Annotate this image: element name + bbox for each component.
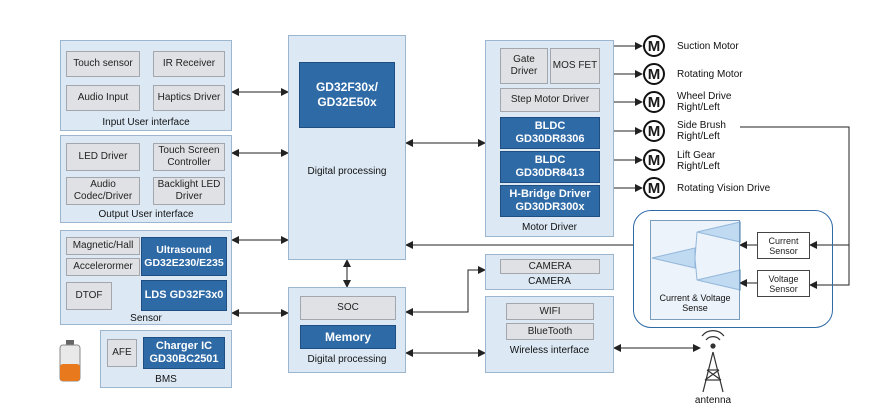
bms-panel: AFE Charger IC GD30BC2501 BMS [100, 330, 232, 388]
gate-driver-box: Gate Driver [500, 48, 548, 84]
led-driver-box: LED Driver [66, 143, 140, 171]
current-sensor-box: Current Sensor [757, 232, 810, 259]
sensor-caption: Sensor [130, 313, 162, 324]
side-brush-label: Side Brush Right/Left [677, 120, 726, 142]
rotating-motor-label: Rotating Motor [677, 69, 743, 80]
suction-motor-icon: M [643, 35, 665, 57]
dtof-box: DTOF [66, 282, 112, 310]
audio-input-box: Audio Input [66, 85, 140, 111]
sense-container [633, 210, 833, 328]
haptics-driver-box: Haptics Driver [153, 85, 225, 111]
side-brush-motor-icon: M [643, 120, 665, 142]
bluetooth-box: BlueTooth [506, 323, 594, 340]
input-ui-caption: Input User interface [102, 117, 190, 128]
ir-receiver-box: IR Receiver [153, 51, 225, 77]
motor-driver-caption: Motor Driver [521, 222, 577, 233]
antenna-label: antenna [694, 395, 732, 406]
charger-ic-box: Charger IC GD30BC2501 [143, 337, 225, 369]
motor-driver-panel: Gate Driver MOS FET Step Motor Driver BL… [485, 40, 614, 237]
camera-box: CAMERA [500, 259, 600, 274]
rotating-vision-motor-icon: M [643, 177, 665, 199]
audio-codec-box: Audio Codec/Driver [66, 177, 140, 205]
input-ui-panel: Touch sensor IR Receiver Audio Input Hap… [60, 40, 232, 131]
lift-gear-motor-icon: M [643, 149, 665, 171]
afe-box: AFE [107, 339, 137, 367]
battery-icon [59, 340, 81, 382]
mcu-panel: GD32F30x/ GD32E50x Digital processing [288, 35, 406, 260]
camera-panel: CAMERA CAMERA [485, 254, 614, 290]
sense-ic-box [650, 220, 740, 320]
step-motor-driver-box: Step Motor Driver [500, 88, 600, 112]
arrow-soc-camera [405, 266, 486, 316]
output-ui-caption: Output User interface [98, 209, 194, 220]
bms-caption: BMS [155, 374, 177, 385]
rotating-motor-icon: M [643, 63, 665, 85]
wheel-drive-motor-icon: M [643, 91, 665, 113]
wheel-drive-label: Wheel Drive Right/Left [677, 91, 732, 113]
wireless-panel: WIFI BlueTooth Wireless interface [485, 296, 614, 373]
lds-box: LDS GD32F3x0 [141, 280, 227, 311]
memory-box: Memory [300, 325, 396, 349]
soc-box: SOC [300, 296, 396, 320]
suction-motor-label: Suction Motor [677, 41, 739, 52]
mcu-chip-box: GD32F30x/ GD32E50x [299, 62, 395, 128]
sensor-panel: Magnetic/Hall Accelerormer Ultrasound GD… [60, 230, 232, 325]
backlight-driver-box: Backlight LED Driver [153, 177, 225, 205]
sense-caption: Current & Voltage Sense [659, 293, 731, 313]
hbridge-driver-box: H-Bridge Driver GD30DR300x [500, 185, 600, 217]
accelerometer-box: Accelerormer [66, 258, 140, 276]
bldc-8306-box: BLDC GD30DR8306 [500, 117, 600, 149]
soc-caption: Digital processing [307, 354, 387, 365]
magnetic-hall-box: Magnetic/Hall [66, 237, 140, 255]
bldc-8413-box: BLDC GD30DR8413 [500, 151, 600, 183]
rotating-vision-label: Rotating Vision Drive [677, 183, 771, 194]
touch-sensor-box: Touch sensor [66, 51, 140, 77]
soc-panel: SOC Memory Digital processing [288, 287, 406, 373]
mosfet-box: MOS FET [550, 48, 600, 84]
ultrasound-box: Ultrasound GD32E230/E235 [141, 237, 227, 276]
voltage-sensor-box: Voltage Sensor [757, 270, 810, 297]
output-ui-panel: LED Driver Touch Screen Controller Audio… [60, 135, 232, 223]
lift-gear-label: Lift Gear Right/Left [677, 150, 720, 172]
antenna-icon [701, 330, 725, 393]
touch-screen-controller-box: Touch Screen Controller [153, 143, 225, 171]
mcu-caption: Digital processing [307, 166, 387, 177]
wireless-caption: Wireless interface [509, 345, 590, 356]
wifi-box: WIFI [506, 303, 594, 320]
camera-caption: CAMERA [528, 276, 571, 287]
